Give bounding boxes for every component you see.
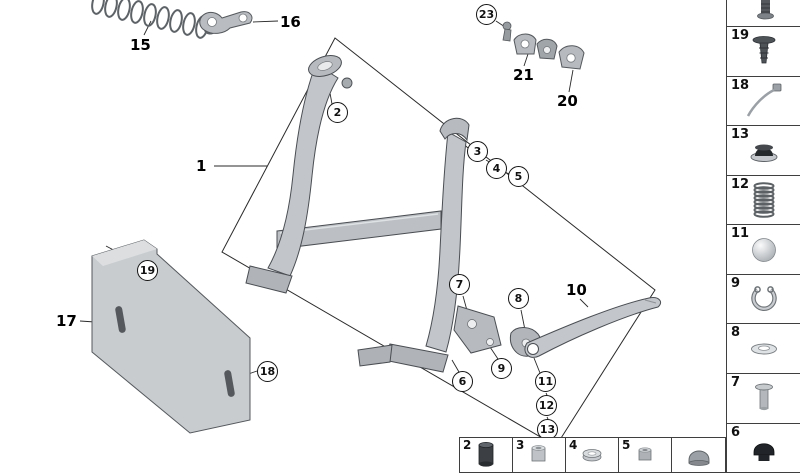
- dome-buffer-icon: [688, 450, 709, 466]
- bottom-cell-3[interactable]: 3: [513, 438, 566, 472]
- callout-part-13[interactable]: 13: [537, 419, 558, 440]
- tension-spring-drawing: [91, 0, 218, 39]
- callout-part-19[interactable]: 19: [137, 260, 158, 281]
- bottom-cell-number: 2: [463, 438, 472, 452]
- sidebar-cell-number: 7: [731, 374, 741, 390]
- callout-part-17[interactable]: 17: [56, 312, 77, 330]
- callout-part-18[interactable]: 18: [257, 361, 278, 382]
- parts-bottom-row: 2 3 4 5: [459, 437, 726, 473]
- rubber-grommet-icon: [750, 144, 777, 163]
- pin-drawing: [502, 21, 512, 42]
- sidebar-cell-number: 12: [731, 176, 750, 192]
- callout-part-5[interactable]: 5: [508, 166, 529, 187]
- partial-part-icon: [756, 0, 774, 20]
- sidebar-cell-12[interactable]: 12: [727, 175, 800, 226]
- callout-part-7[interactable]: 7: [449, 274, 470, 295]
- bushing-icon: [478, 442, 494, 467]
- sidebar-cell-11[interactable]: 11: [727, 225, 800, 275]
- sidebar-cell-number: 11: [731, 226, 750, 242]
- clamp-pair-drawing: [513, 33, 558, 60]
- splash-guard-drawing: [91, 239, 251, 434]
- callout-part-11[interactable]: 11: [535, 371, 556, 392]
- callout-part-4[interactable]: 4: [486, 158, 507, 179]
- sidebar-cell-9[interactable]: 9: [727, 274, 800, 325]
- callout-part-20[interactable]: 20: [557, 92, 578, 110]
- callout-part-15[interactable]: 15: [130, 36, 151, 54]
- sidebar-cell-13[interactable]: 13: [727, 126, 800, 176]
- steel-ball-icon: [751, 237, 776, 262]
- bottom-cell-extra[interactable]: [672, 438, 725, 472]
- bottom-cell-number: 4: [569, 438, 578, 452]
- bottom-cell-number: 5: [622, 438, 631, 452]
- sidebar-cell-number: 19: [731, 28, 750, 43]
- callout-part-12[interactable]: 12: [536, 395, 557, 416]
- bottom-cell-5[interactable]: 5: [619, 438, 672, 472]
- callout-part-3[interactable]: 3: [467, 141, 488, 162]
- callout-part-21[interactable]: 21: [513, 66, 534, 84]
- callout-part-10[interactable]: 10: [566, 281, 587, 299]
- foot-lever-drawing: [524, 297, 662, 358]
- coil-spring-icon: [753, 182, 774, 218]
- callout-part-6[interactable]: 6: [452, 371, 473, 392]
- circlip-icon: [750, 286, 777, 312]
- expanding-rivet-icon: [752, 36, 775, 64]
- parts-sidebar: 19 18 13 12: [726, 0, 800, 473]
- callout-part-16[interactable]: 16: [280, 13, 301, 31]
- bottom-cell-4[interactable]: 4: [566, 438, 619, 472]
- rubber-cap-icon: [753, 443, 774, 461]
- sidebar-cell-number: 18: [731, 77, 750, 93]
- callout-part-1[interactable]: 1: [196, 157, 207, 175]
- sidebar-cell-8[interactable]: 8: [727, 324, 800, 374]
- sidebar-cell-number: 8: [731, 325, 741, 341]
- washer-icon: [750, 343, 777, 355]
- sidebar-cell-partial[interactable]: [727, 0, 800, 27]
- cable-tie-icon: [746, 83, 781, 117]
- spring-bracket-drawing: [199, 11, 253, 34]
- clevis-pin-icon: [754, 383, 773, 411]
- callout-part-23[interactable]: 23: [476, 4, 497, 25]
- sidebar-cell-19[interactable]: 19: [727, 27, 800, 77]
- sidebar-cell-18[interactable]: 18: [727, 76, 800, 127]
- sidebar-cell-7[interactable]: 7: [727, 373, 800, 424]
- bottom-cell-number: 3: [516, 438, 525, 452]
- center-stand-drawing: [245, 55, 542, 373]
- callout-part-2[interactable]: 2: [327, 102, 348, 123]
- sidebar-cell-6[interactable]: 6: [727, 423, 800, 473]
- sleeve-icon: [531, 445, 546, 462]
- sidebar-cell-number: 9: [731, 275, 741, 291]
- sidebar-cell-number: 6: [731, 424, 741, 440]
- spacer-icon: [638, 447, 652, 461]
- sidebar-cell-number: 13: [731, 127, 750, 143]
- cup-washer-icon: [582, 449, 602, 462]
- callout-part-8[interactable]: 8: [508, 288, 529, 309]
- callout-part-9[interactable]: 9: [491, 358, 512, 379]
- holder-clamp-drawing: [558, 45, 585, 70]
- bottom-cell-2[interactable]: 2: [460, 438, 513, 472]
